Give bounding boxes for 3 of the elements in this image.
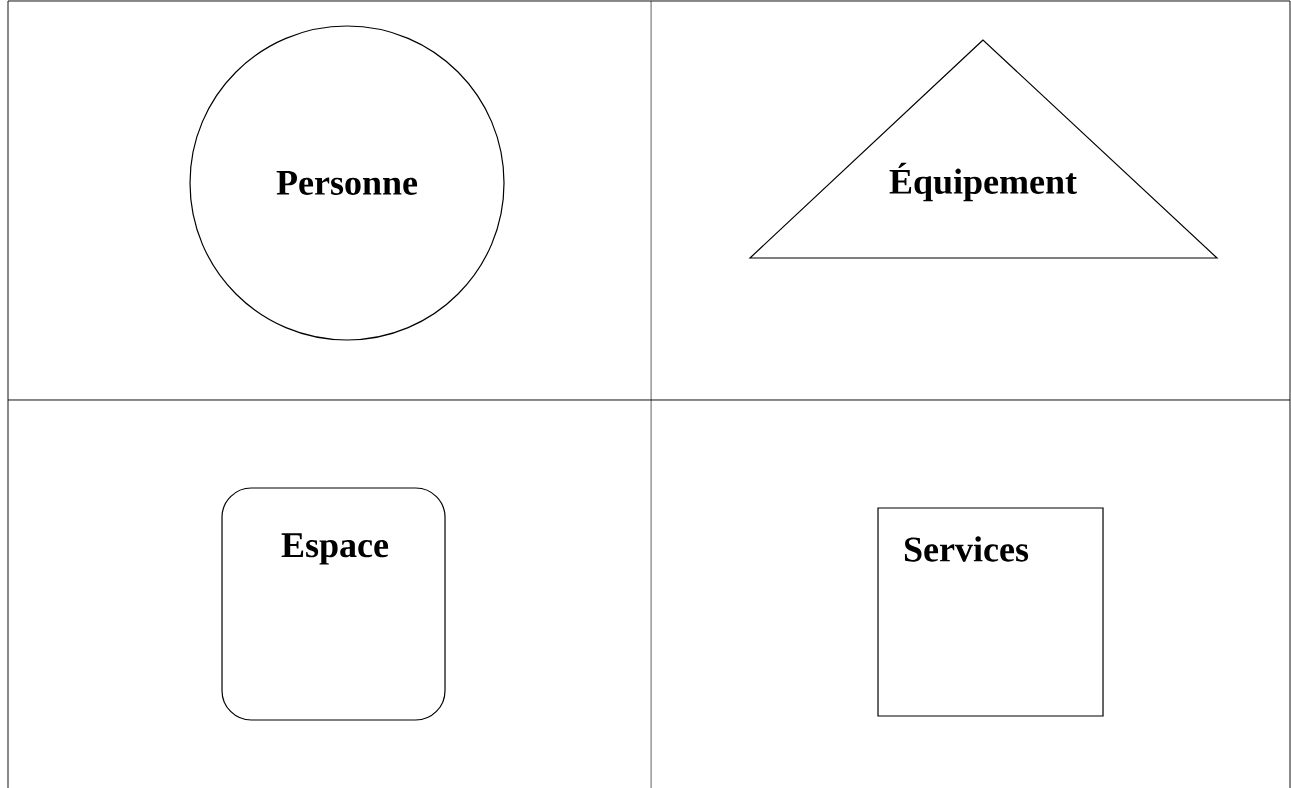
circle-node: Personne bbox=[189, 25, 505, 341]
square-box: Services bbox=[877, 507, 1104, 717]
rounded-box: Espace bbox=[221, 487, 446, 721]
